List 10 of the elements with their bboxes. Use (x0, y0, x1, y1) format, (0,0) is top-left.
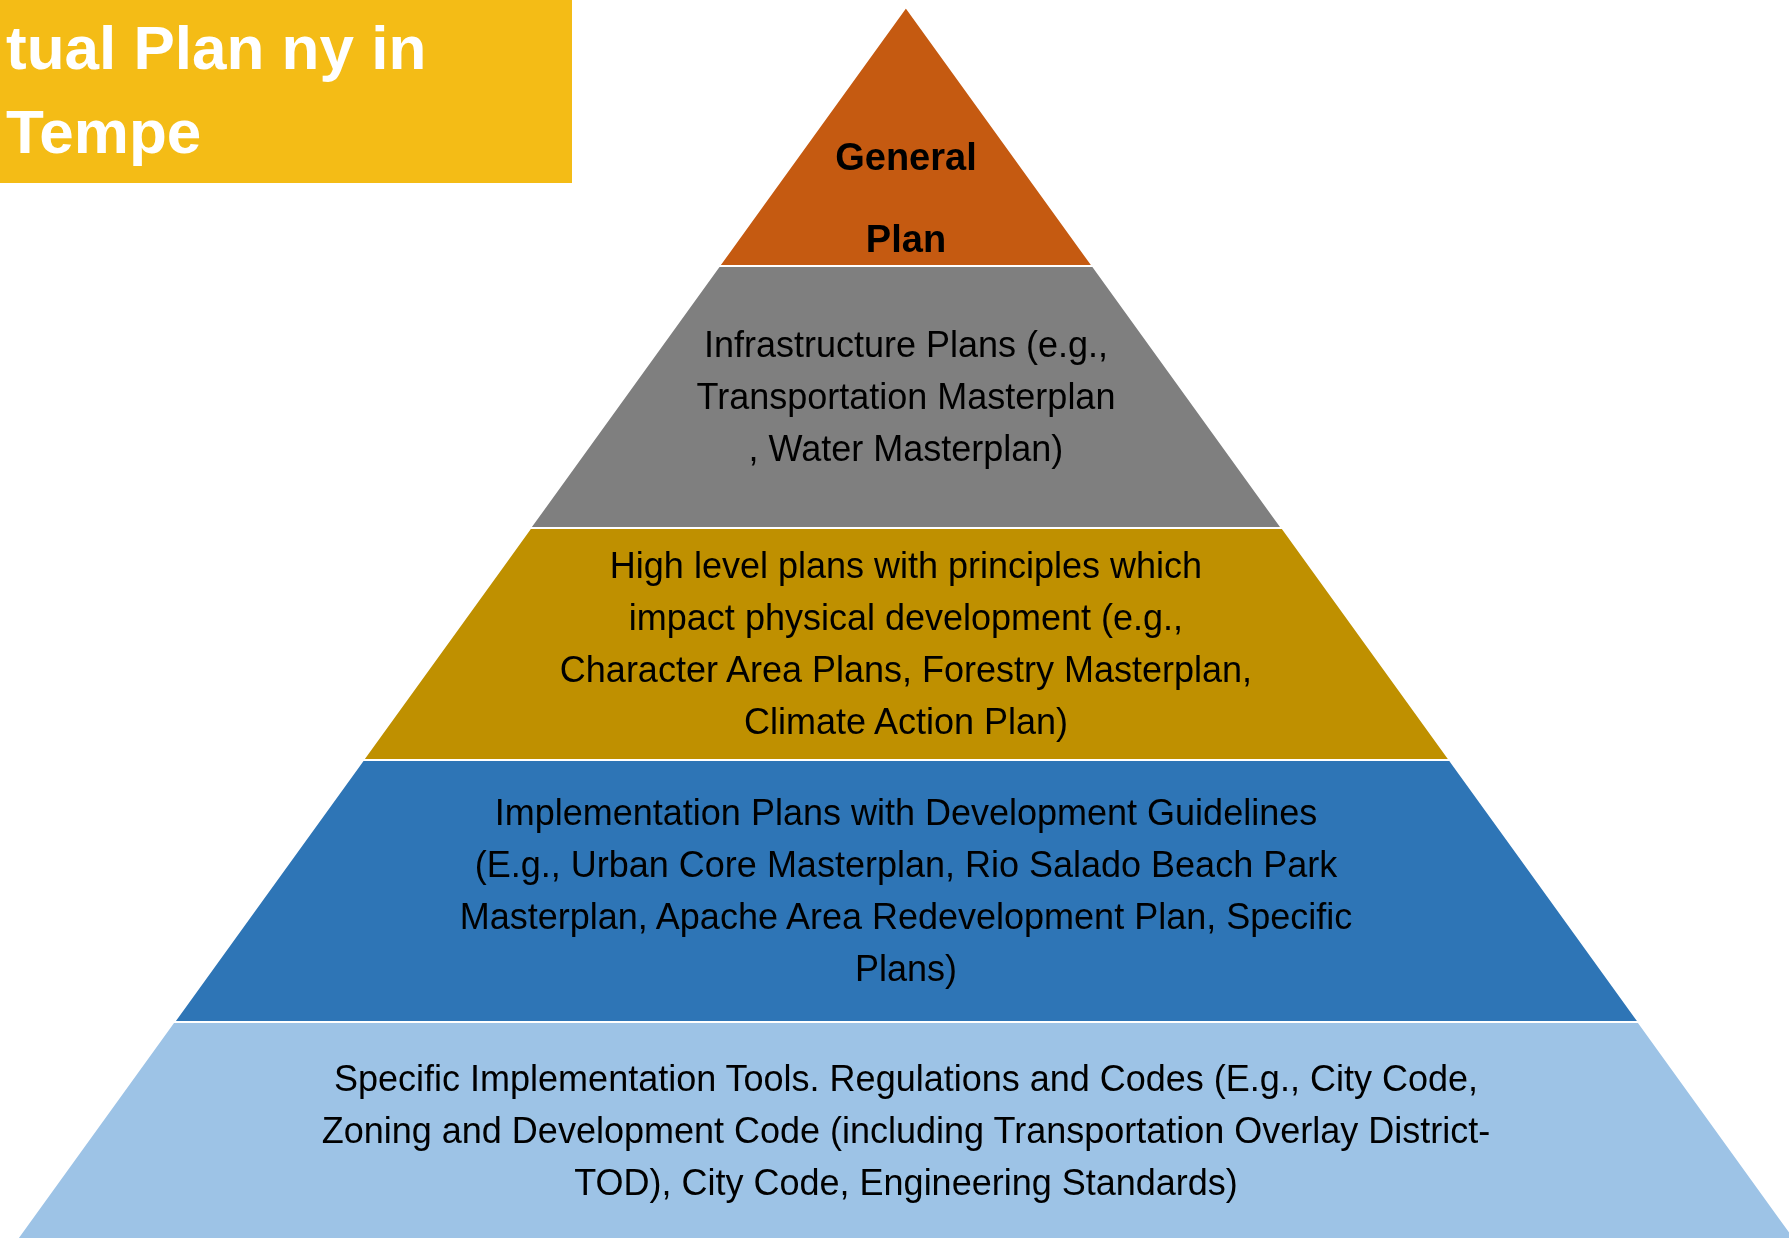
tier-label: Infrastructure Plans (e.g., Transportation Masterplan , Water Masterplan) (695, 323, 1117, 471)
pyramid-tier (530, 266, 1282, 528)
pyramid-tier (362, 528, 1450, 760)
pyramid-tier (17, 1022, 1789, 1239)
tier-label: General Plan (834, 135, 978, 262)
pyramid-tier (173, 760, 1639, 1022)
tier-label: Implementation Plans with Development Guidelines (E.g., Urban Core Masterplan, Rio Salado Beach Park Masterplan, Apache Area Redevelopment Plan, Specific Plans) (458, 791, 1354, 991)
tier-label: Specific Implementation Tools. Regulations and Codes (E.g., City Code, Zoning and Development Code (including Transportation Overlay District- TOD), City Code, Engineering Standards) (320, 1056, 1492, 1205)
tier-label: High level plans with principles which impact physical development (e.g., Character Area Plans, Forestry Masterplan, Climate Action Plan) (558, 544, 1254, 744)
title: tual Plan ny in Tempe (6, 12, 428, 168)
